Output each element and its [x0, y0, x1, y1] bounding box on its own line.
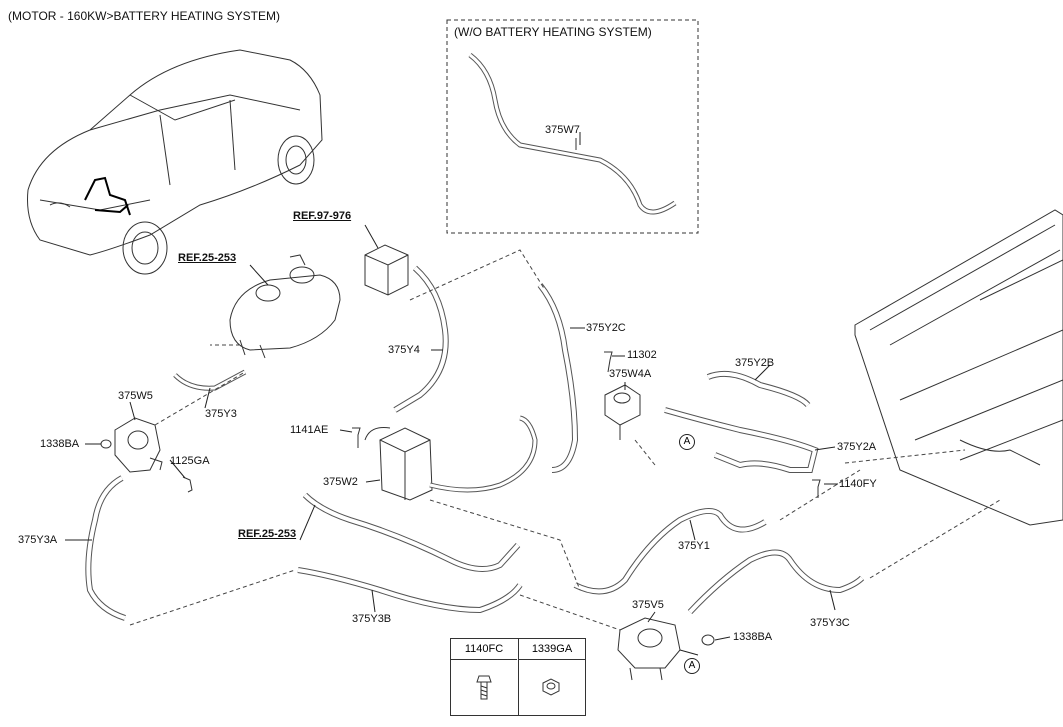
- label-1338BA-right[interactable]: 1338BA: [733, 631, 773, 643]
- ref-25-253-top-link[interactable]: REF.25-253: [178, 252, 237, 264]
- bolt-icon: [476, 675, 492, 700]
- label-375Y3B[interactable]: 375Y3B: [352, 613, 392, 625]
- diagram-title: (MOTOR - 160KW>BATTERY HEATING SYSTEM): [8, 9, 280, 23]
- label-375Y3A[interactable]: 375Y3A: [18, 534, 58, 546]
- label-1338BA-left[interactable]: 1338BA: [40, 438, 80, 450]
- nut-icon: [542, 678, 560, 696]
- battery-pack-illustration: [854, 209, 1063, 526]
- label-375Y2C[interactable]: 375Y2C: [586, 322, 626, 334]
- connector-marker-a-upper: A: [679, 434, 695, 450]
- valve-375W4A-illustration: [604, 384, 641, 440]
- connector-marker-a-lower: A: [684, 658, 700, 674]
- label-375Y2A[interactable]: 375Y2A: [837, 441, 877, 453]
- label-1140FY[interactable]: 1140FY: [839, 478, 877, 490]
- heater-375W2-illustration: [364, 427, 433, 501]
- legend-divider: [518, 639, 519, 715]
- label-11302[interactable]: 11302: [627, 349, 657, 361]
- valve-block-illustration: [364, 244, 409, 296]
- fastener-legend-table: 1140FC 1339GA: [450, 638, 586, 716]
- label-375W2[interactable]: 375W2: [323, 476, 358, 488]
- label-1141AE[interactable]: 1141AE: [290, 424, 329, 436]
- label-375Y2B[interactable]: 375Y2B: [735, 357, 775, 369]
- legend-col-1140FC: 1140FC: [451, 639, 517, 660]
- label-375V5[interactable]: 375V5: [632, 599, 664, 611]
- label-375W4A[interactable]: 375W4A: [609, 368, 652, 380]
- ref-97-976-link[interactable]: REF.97-976: [293, 210, 352, 222]
- label-375W7[interactable]: 375W7: [545, 124, 580, 136]
- inset-box: [446, 19, 699, 234]
- label-1125GA[interactable]: 1125GA: [170, 455, 210, 467]
- pump-375W5-illustration: [114, 417, 163, 473]
- ref-25-253-bottom-link[interactable]: REF.25-253: [238, 528, 297, 540]
- inset-title: (W/O BATTERY HEATING SYSTEM): [454, 25, 652, 39]
- label-375W5[interactable]: 375W5: [118, 390, 153, 402]
- reservoir-tank-illustration: [229, 254, 341, 359]
- label-375Y1[interactable]: 375Y1: [678, 540, 710, 552]
- legend-col-1339GA: 1339GA: [519, 639, 585, 660]
- vehicle-illustration: [27, 49, 323, 275]
- label-375Y3C[interactable]: 375Y3C: [810, 617, 850, 629]
- legend-icons: [476, 675, 560, 700]
- pump-375V5-illustration: [617, 617, 681, 681]
- label-375Y4[interactable]: 375Y4: [388, 344, 420, 356]
- label-375Y3[interactable]: 375Y3: [205, 408, 237, 420]
